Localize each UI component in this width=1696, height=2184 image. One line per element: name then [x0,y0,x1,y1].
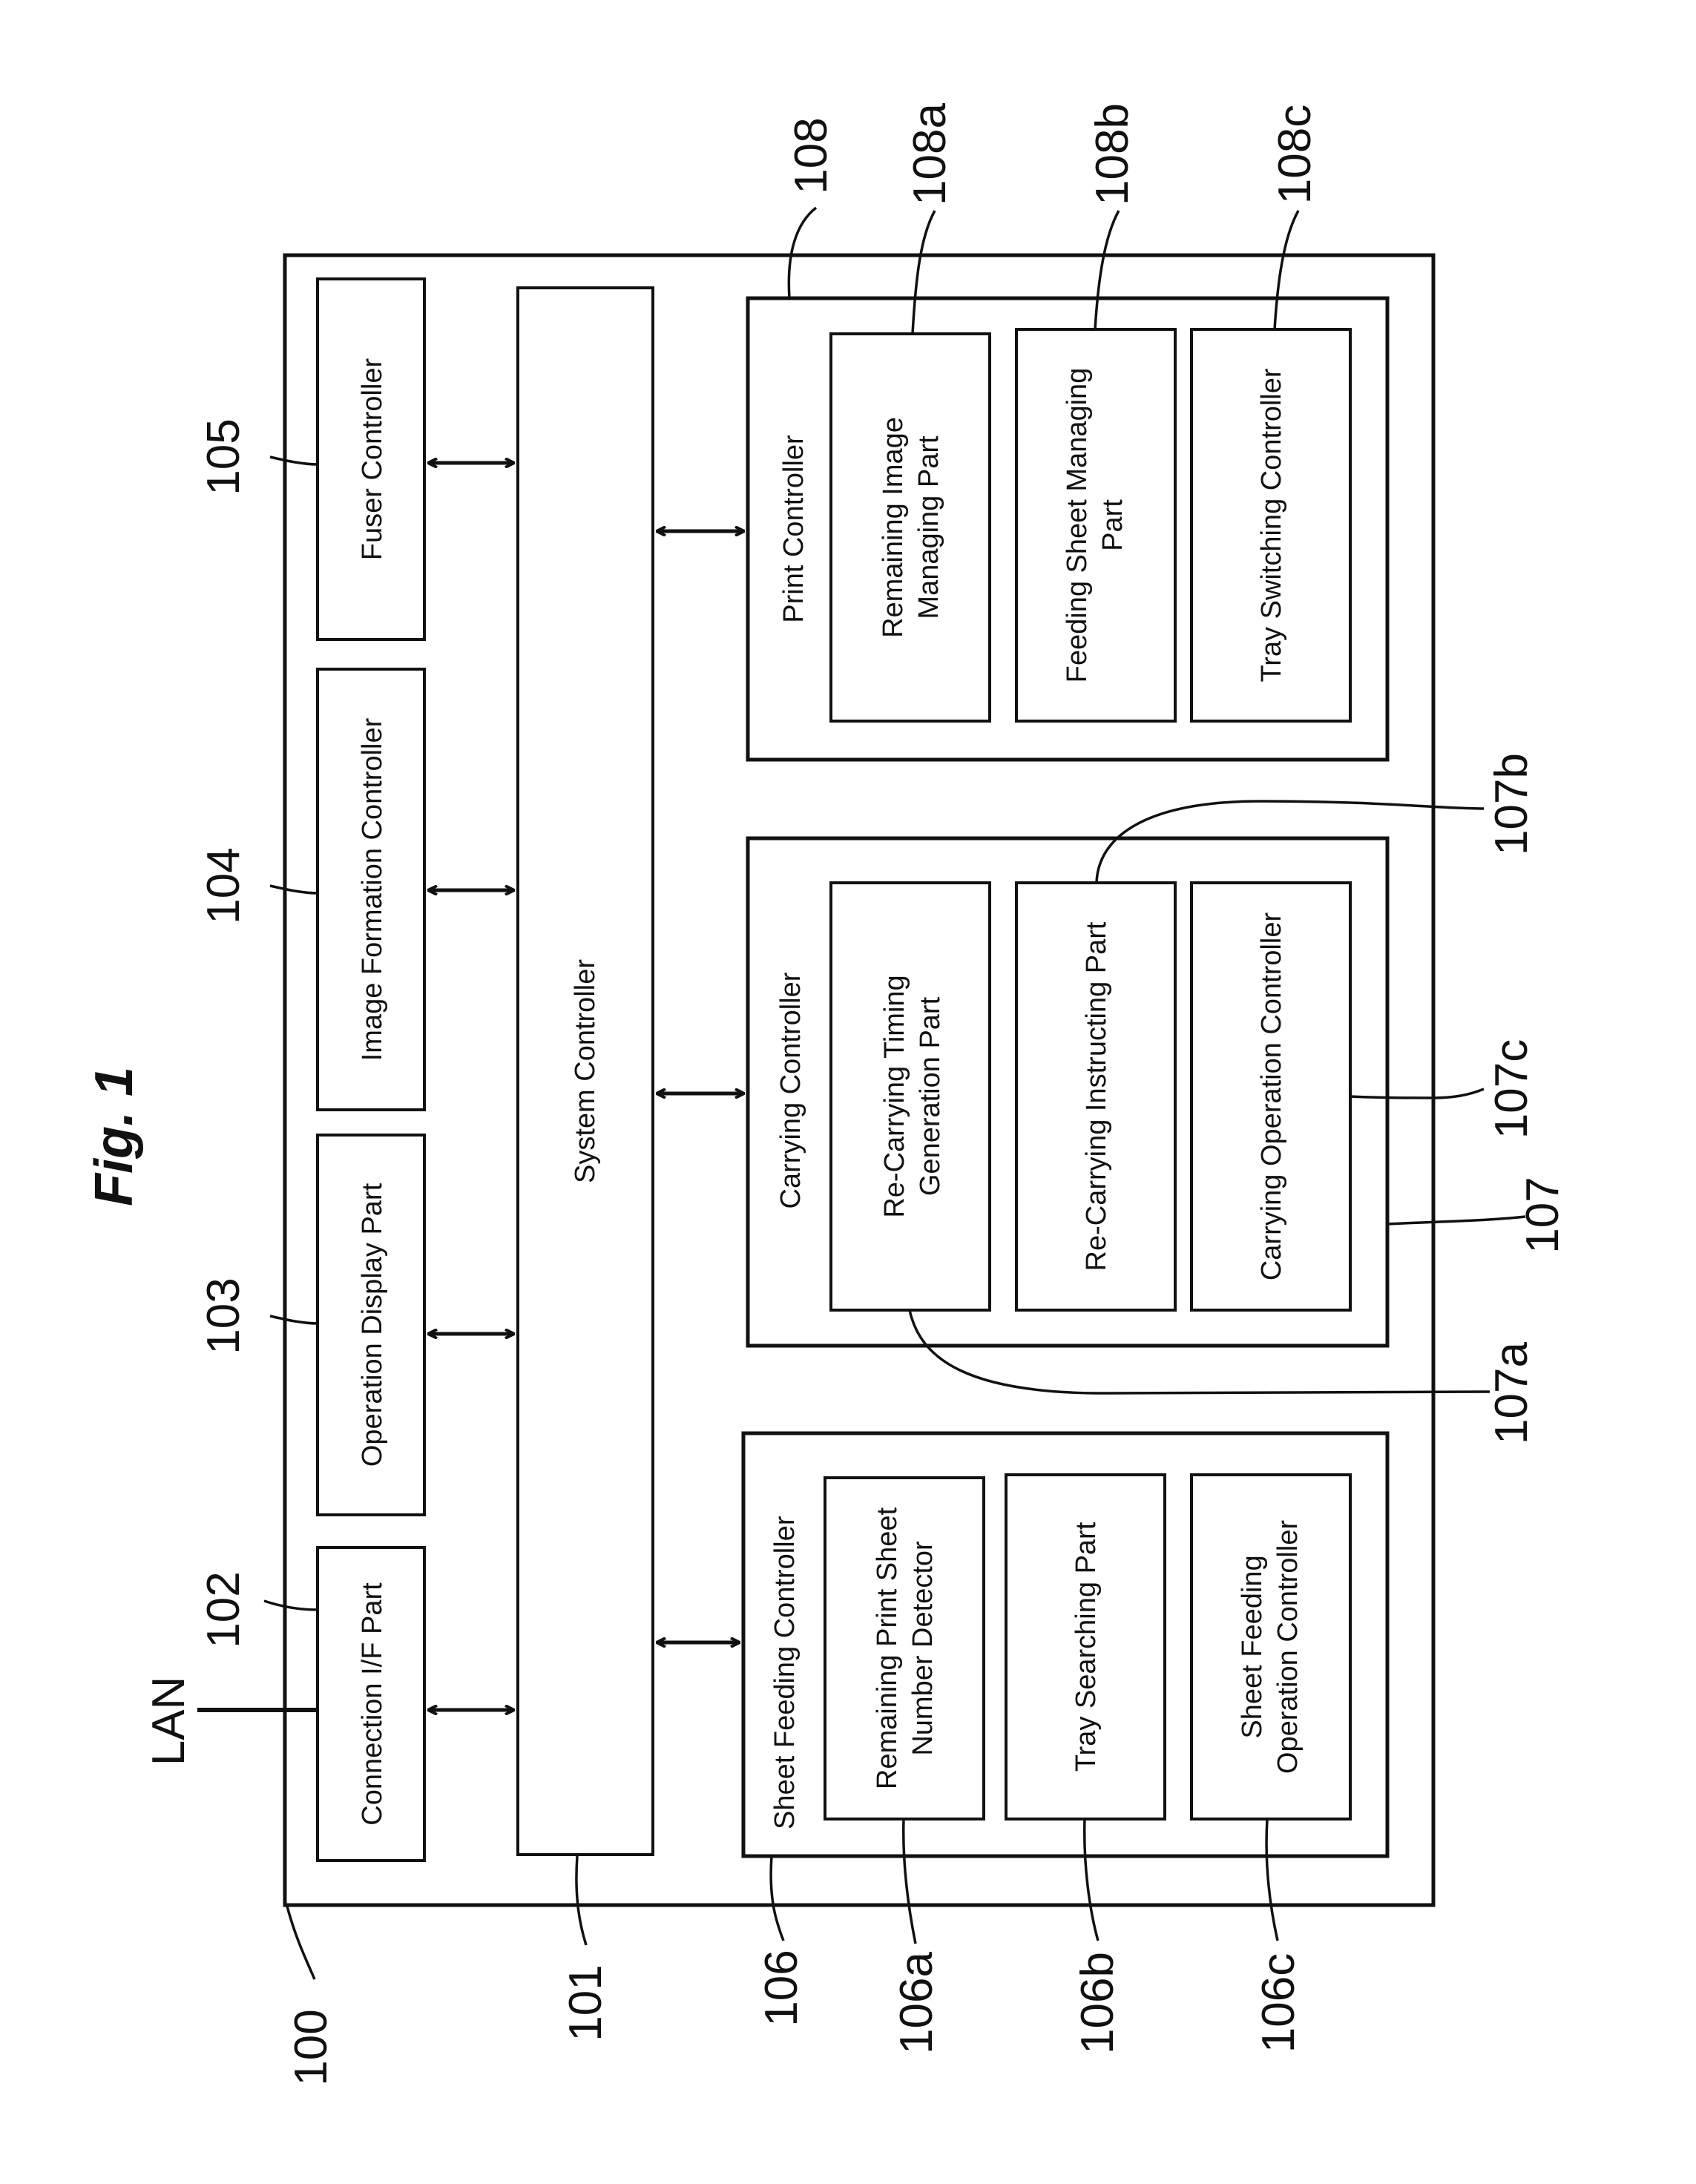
feeding-sheet-label-2: Part [1097,499,1128,551]
leader-107a [910,1310,1490,1393]
leader-107b [1097,801,1484,883]
ref-108: 108 [786,117,837,194]
leader-102 [264,1601,318,1610]
leader-107 [1387,1217,1525,1224]
remaining-print-label-1: Remaining Print Sheet [872,1507,903,1789]
remaining-image-label-1: Remaining Image [878,417,909,638]
remaining-image-label-2: Managing Part [913,435,944,619]
recarrying-instructing-label: Re-Carrying Instructing Part [1081,921,1112,1271]
leader-108b [1095,211,1119,329]
fuser-label: Fuser Controller [357,358,388,560]
remaining-print-label-2: Number Detector [907,1541,939,1756]
leader-104 [270,886,318,893]
figure-title: Fig. 1 [85,1067,144,1206]
ref-108a: 108a [904,103,956,205]
ref-103: 103 [198,1277,249,1354]
leader-106c [1266,1819,1278,1941]
ref-105: 105 [198,418,249,495]
ref-106: 106 [756,1950,807,2026]
ref-108c: 108c [1269,105,1321,204]
print-controller-label: Print Controller [778,435,809,623]
ref-107b: 107b [1486,753,1537,855]
carrying-controller-block [748,838,1387,1346]
leader-108a [913,211,935,334]
carrying-controller-label: Carrying Controller [775,972,806,1208]
carrying-operation-label: Carrying Operation Controller [1256,912,1287,1280]
sheet-feeding-op-label-2: Operation Controller [1272,1520,1304,1774]
ref-102: 102 [198,1571,249,1648]
leader-106 [771,1856,783,1941]
leader-107c [1350,1089,1484,1098]
remaining-print-sheet-block [825,1478,984,1819]
ref-107: 107 [1517,1177,1568,1253]
lan-label: LAN [143,1677,194,1766]
sheet-feeding-controller-label: Sheet Feeding Controller [769,1516,801,1829]
feeding-sheet-block [1016,329,1175,721]
leader-108c [1275,211,1298,329]
leader-108 [789,208,816,298]
tray-searching-label: Tray Searching Part [1071,1522,1102,1772]
remaining-image-block [831,334,990,721]
leader-103 [270,1316,318,1323]
ref-106c: 106c [1253,1953,1304,2053]
feeding-sheet-label-1: Feeding Sheet Managing [1062,368,1093,683]
ref-101: 101 [560,1964,611,2041]
recarrying-timing-label-1: Re-Carrying Timing [879,975,910,1217]
leader-100 [286,1904,315,1979]
ref-100: 100 [286,2009,337,2085]
sheet-feeding-operation-block [1192,1475,1350,1819]
recarrying-timing-label-2: Generation Part [915,996,946,1196]
leader-101 [576,1856,586,1945]
leader-106b [1085,1819,1098,1941]
system-controller-label: System Controller [570,959,601,1183]
leader-106a [904,1819,916,1944]
ref-107c: 107c [1486,1039,1537,1139]
operation-display-label: Operation Display Part [357,1183,388,1467]
connection-if-label: Connection I/F Part [357,1582,388,1826]
ref-108b: 108b [1087,103,1138,205]
leader-105 [270,457,318,464]
ref-107a: 107a [1486,1342,1537,1444]
recarrying-timing-block [831,883,990,1310]
image-formation-label: Image Formation Controller [357,717,388,1061]
sheet-feeding-op-label-1: Sheet Feeding [1237,1555,1268,1738]
ref-106a: 106a [891,1952,942,2054]
ref-106b: 106b [1072,1952,1123,2054]
ref-104: 104 [198,847,249,924]
tray-switching-label: Tray Switching Controller [1256,368,1287,682]
